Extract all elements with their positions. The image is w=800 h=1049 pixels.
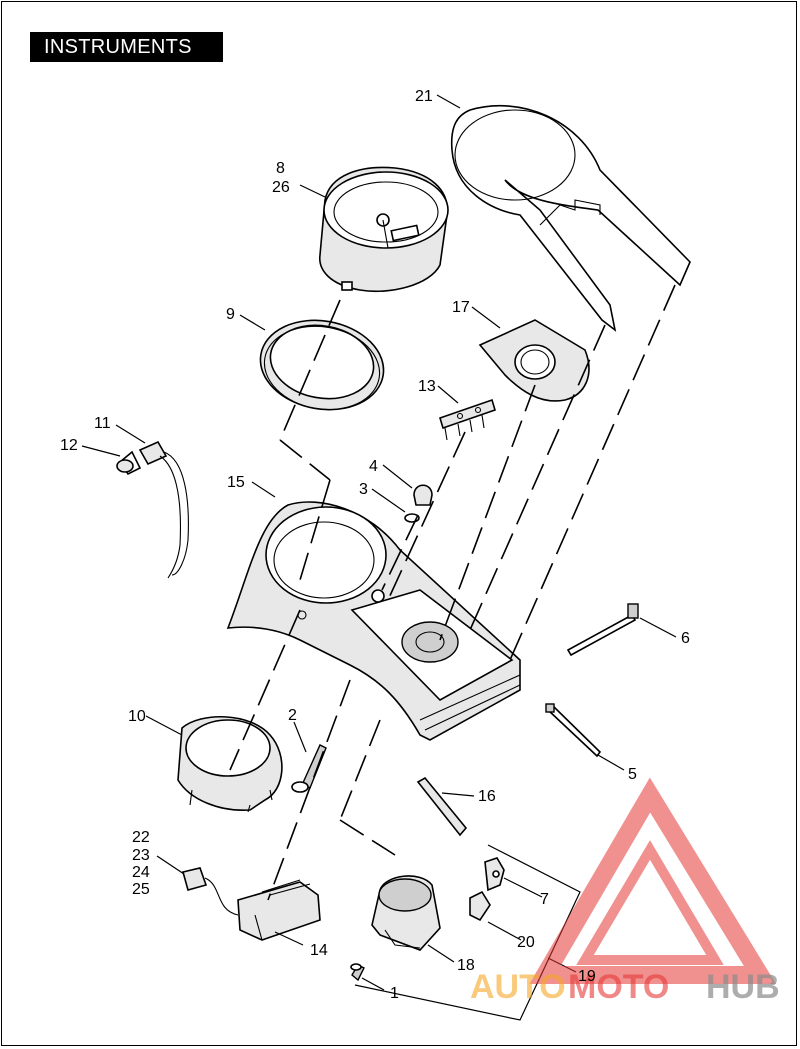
callout-2: 2 [288, 707, 297, 724]
diagram-title: INSTRUMENTS [30, 32, 223, 62]
watermark-text-auto: AUTO [470, 968, 566, 1006]
part-1-screw [350, 963, 365, 982]
callout-26: 26 [272, 179, 290, 196]
part-13-indicator-lamp-bar [439, 398, 496, 441]
watermark-logo [529, 777, 777, 984]
assembly-dashed-lines [229, 284, 676, 901]
part-16-trim-strip [416, 776, 468, 837]
callout-13: 13 [418, 378, 436, 395]
part-14-switch-module-harness [182, 867, 321, 941]
part-20-key [469, 890, 491, 922]
part-18-ignition-switch [371, 875, 441, 951]
callout-24: 24 [132, 864, 150, 881]
callout-21: 21 [415, 88, 433, 105]
part-15-instrument-housing [226, 501, 521, 741]
callout-7: 7 [540, 891, 549, 908]
watermark-text-moto: MOTO [568, 968, 669, 1006]
callout-17: 17 [452, 299, 470, 316]
callout-23: 23 [132, 847, 150, 864]
callout-9: 9 [226, 306, 235, 323]
callout-6: 6 [681, 630, 690, 647]
part-6-cable-strap [566, 603, 639, 657]
callout-11: 11 [94, 415, 111, 432]
callout-12: 12 [60, 437, 78, 454]
callout-1: 1 [390, 985, 399, 1002]
part-11-12-lamp-socket-harness [116, 440, 189, 579]
callout-10: 10 [128, 708, 146, 725]
callout-3: 3 [359, 481, 368, 498]
callout-4: 4 [369, 458, 378, 475]
part-2-screw [291, 744, 327, 793]
callout-8: 8 [276, 160, 285, 177]
part-5-cable-strap [545, 703, 602, 758]
watermark-text-hub: HUB [706, 968, 780, 1006]
callout-22: 22 [132, 829, 150, 846]
part-10-speedometer-bracket [177, 715, 283, 813]
callout-5: 5 [628, 766, 637, 783]
callout-19: 19 [578, 968, 596, 985]
callout-labels: 21 8 26 9 17 13 11 12 4 3 15 6 5 10 2 16… [60, 88, 690, 1002]
part-9-gasket-ring [259, 319, 385, 411]
part-3-4-indicator-bulb [404, 484, 433, 523]
part-8-speedometer [319, 166, 449, 293]
part-7-key [484, 857, 505, 892]
part-17-switch-plate [478, 319, 590, 402]
callout-16: 16 [478, 788, 496, 805]
part-21-console-cover [450, 104, 691, 332]
callout-15: 15 [227, 474, 245, 491]
watermark-triangle-icon [529, 777, 777, 984]
callout-18: 18 [457, 957, 475, 974]
callout-20: 20 [517, 934, 535, 951]
callout-25: 25 [132, 881, 150, 898]
callout-14: 14 [310, 942, 328, 959]
